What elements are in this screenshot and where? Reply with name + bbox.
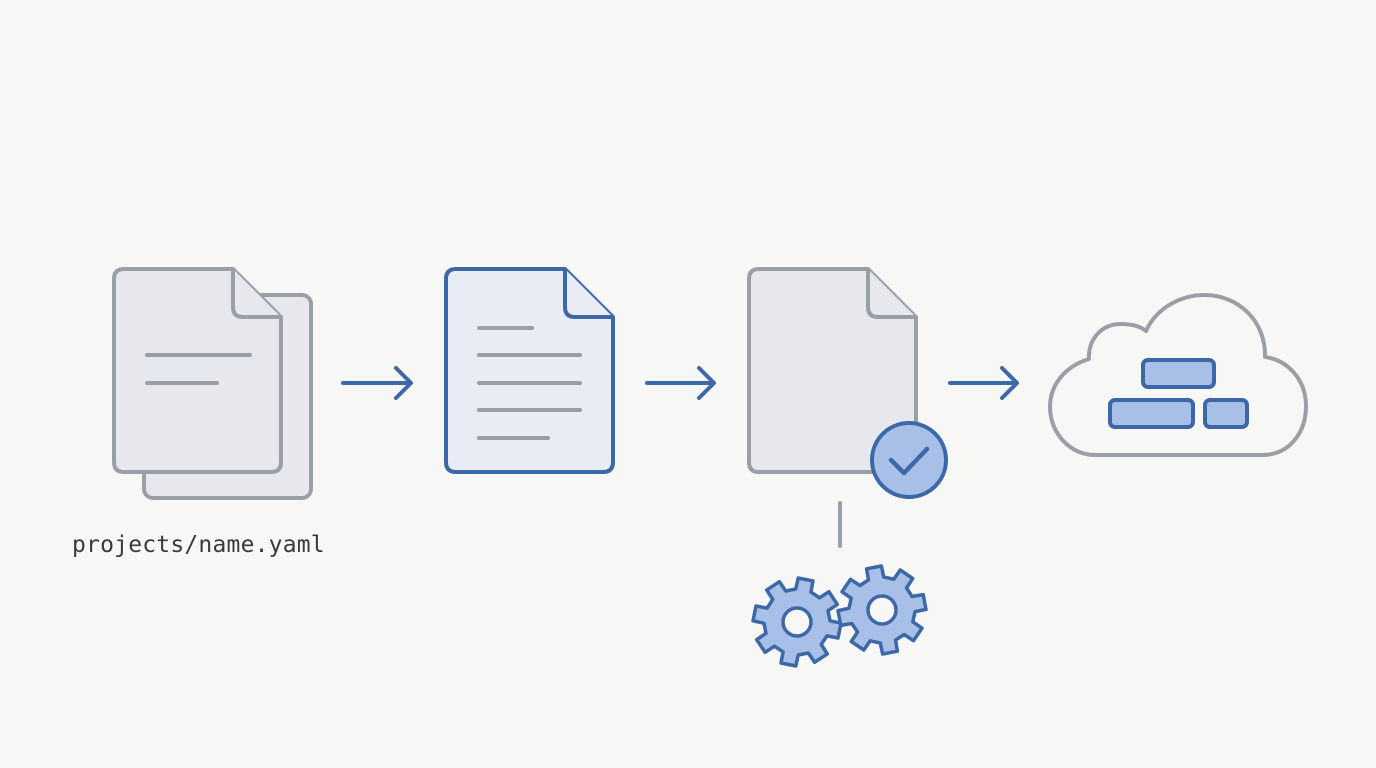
block: [1108, 398, 1195, 429]
document-checked-icon: [747, 267, 948, 499]
block: [1141, 358, 1216, 389]
document-fold: [563, 269, 613, 319]
stacked-documents-icon: [112, 267, 313, 500]
cloud-blocks-icon: [1048, 293, 1308, 457]
gear-icon: [751, 576, 843, 668]
arrow-right-icon: [645, 366, 716, 400]
check-badge-icon: [870, 421, 948, 499]
document-body: [444, 267, 615, 474]
document-fold: [866, 269, 916, 319]
front-document-fold: [231, 269, 281, 319]
source-file-path-label: projects/name.yaml: [72, 532, 325, 558]
gears-icon: [751, 564, 928, 668]
block: [1203, 398, 1249, 429]
arrow-right-icon: [948, 366, 1019, 400]
front-document: [112, 267, 283, 474]
document-icon: [444, 267, 615, 474]
arrow-right-icon: [341, 366, 413, 400]
gear-icon: [836, 564, 928, 656]
